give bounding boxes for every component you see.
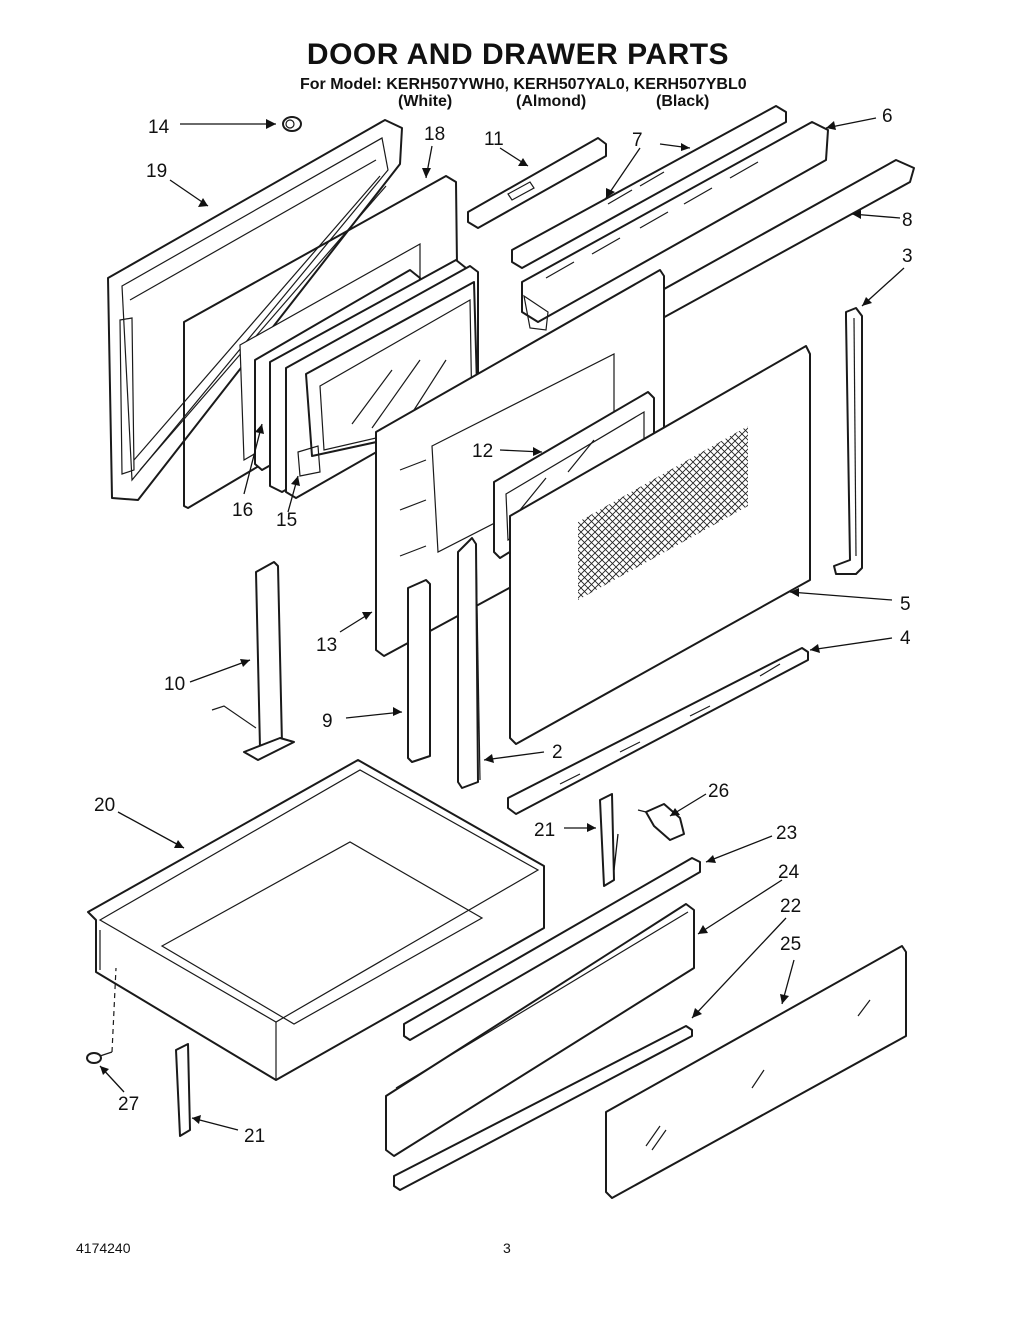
part-door-spacer [407, 579, 431, 763]
callout-labels: 14 18 11 7 6 19 8 3 12 16 15 5 4 13 10 9… [94, 106, 913, 1147]
part-top-door-channel [521, 121, 829, 331]
page-title: DOOR AND DRAWER PARTS [306, 38, 730, 71]
part-bottom-door-rail [507, 647, 809, 815]
callout-9: 9 [322, 711, 333, 732]
callout-14: 14 [148, 117, 170, 138]
part-outer-door-frame [107, 119, 403, 501]
callout-18: 18 [424, 124, 445, 145]
page-number: 3 [503, 1240, 511, 1256]
part-top-bracket [467, 137, 607, 229]
model-line: For Model: KERH507YWH0, KERH507YAL0, KER… [300, 76, 747, 93]
callout-21-bottom: 21 [244, 1126, 265, 1147]
part-outer-door-panel [509, 345, 811, 745]
document-number: 4174240 [76, 1240, 131, 1256]
part-drawer-slide-bracket-bottom [175, 1043, 191, 1137]
callout-4: 4 [900, 628, 911, 649]
callout-5: 5 [900, 594, 911, 615]
part-right-side-trim [833, 307, 863, 575]
callout-13: 13 [316, 635, 337, 656]
part-drawer-stop [637, 803, 685, 841]
callout-6: 6 [882, 106, 893, 127]
part-drawer-body [87, 759, 545, 1081]
callout-24: 24 [778, 862, 800, 883]
callout-26: 26 [708, 781, 729, 802]
callout-27: 27 [118, 1094, 139, 1115]
callout-16: 16 [232, 500, 253, 521]
part-inner-glass-pack [254, 259, 479, 499]
part-vent-trim [511, 105, 787, 269]
callout-25: 25 [780, 934, 801, 955]
callout-leaders [99, 117, 905, 1131]
callout-12: 12 [472, 441, 493, 462]
part-bumper [282, 116, 302, 132]
part-drawer-trim-strip [403, 857, 701, 1041]
part-door-post [457, 537, 481, 789]
part-screw [86, 967, 117, 1064]
part-drawer-glass-panel [605, 945, 907, 1199]
callout-10: 10 [164, 674, 185, 695]
callout-22: 22 [780, 896, 801, 917]
part-left-hinge [211, 561, 295, 761]
callout-7: 7 [632, 130, 643, 151]
callout-8: 8 [902, 210, 913, 231]
callout-21-top: 21 [534, 820, 555, 841]
callout-11: 11 [484, 129, 504, 150]
variant-black: (Black) [656, 93, 710, 110]
callout-15: 15 [276, 510, 297, 531]
callout-19: 19 [146, 161, 167, 182]
callout-2: 2 [552, 742, 563, 763]
part-drawer-front [385, 903, 695, 1157]
callout-23: 23 [776, 823, 797, 844]
callout-20: 20 [94, 795, 115, 816]
part-drawer-bottom-trim [393, 1025, 693, 1191]
variant-almond: (Almond) [516, 93, 587, 110]
callout-3: 3 [902, 246, 913, 267]
variant-white: (White) [398, 93, 453, 110]
part-drawer-slide-bracket-top [599, 793, 615, 887]
